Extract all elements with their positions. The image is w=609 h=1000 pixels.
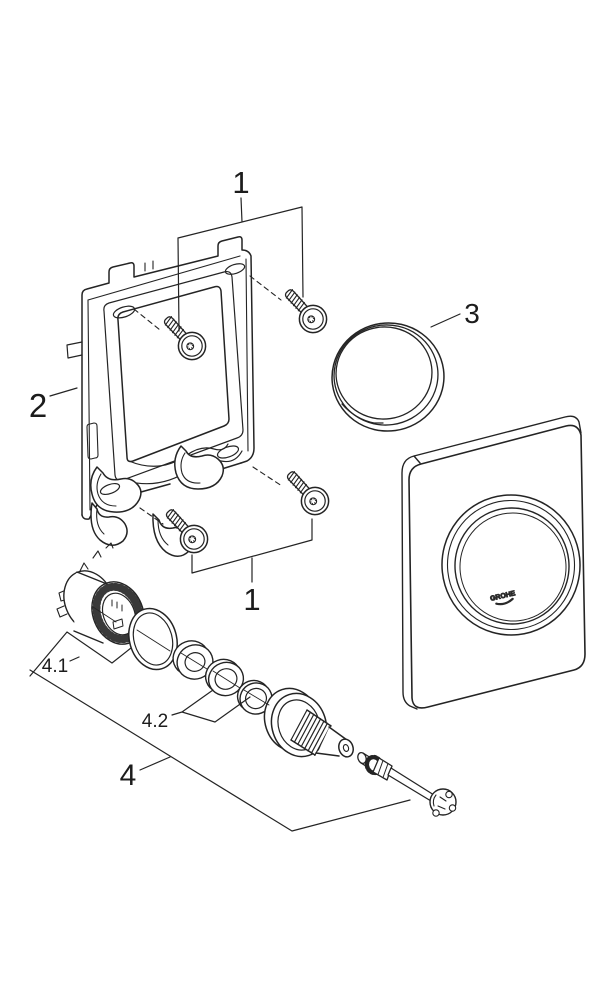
grohe-logo-swoosh (495, 597, 514, 606)
frame-hole-top-right (224, 263, 246, 275)
valve-collar-outline (290, 709, 332, 756)
frame-inner-outline (87, 255, 249, 511)
frame-top-notch (144, 260, 154, 272)
housing-bore-detail (111, 599, 124, 630)
washer-flat-2 (236, 679, 273, 715)
frame-hole-bottom-left (99, 482, 121, 496)
screw-top-right (276, 281, 333, 339)
screw-bottom-right (278, 463, 335, 521)
frame-tongue-center-inner (157, 519, 169, 546)
frame-label-leader (49, 387, 78, 397)
callout-1-bottom: 1 (243, 582, 260, 617)
flush-plate: GROHE (401, 415, 586, 710)
callout-bracket-cartridge (29, 631, 132, 677)
screws (133, 275, 335, 559)
valve-body (263, 687, 354, 758)
screw-leader-dashes (133, 275, 283, 525)
frame-left-slot (86, 422, 99, 460)
frame-clip-left (90, 466, 142, 513)
rod-end-knob (429, 788, 457, 817)
rod-shaft (387, 767, 435, 802)
valve-assembly (56, 542, 457, 817)
callout-bracket-valve (29, 669, 411, 832)
callout-1-top: 1 (232, 165, 249, 200)
plate-back-edge (401, 415, 582, 710)
callout-4: 4 (120, 759, 137, 792)
frame-clip-right (174, 445, 225, 490)
valve-spindle-tip (338, 738, 354, 758)
seal-ring-leader (430, 313, 461, 328)
frame-hole-bottom-right (216, 445, 240, 459)
callout-bracket-screws-top (177, 197, 304, 332)
frame-tongue-left-inner (96, 508, 105, 535)
valve-spindle-hole (342, 744, 350, 752)
plate-button (454, 507, 570, 625)
frame-clip-right-inner (180, 452, 201, 484)
rod-connector-cap (357, 751, 367, 765)
frame-left-tab (66, 341, 83, 359)
actuation-rod (357, 751, 457, 817)
o-ring (128, 607, 178, 671)
callout-3: 3 (464, 298, 480, 329)
frame-hole-top-left (112, 305, 136, 319)
seal-ring-wire-end (341, 403, 384, 424)
frame-tongue-left (90, 502, 128, 546)
housing-bore (101, 592, 137, 636)
callout-4-2: 4.2 (142, 711, 168, 732)
housing-outline-top (73, 571, 108, 644)
axis-centerline (92, 606, 270, 706)
plate-ring-outer (441, 494, 581, 636)
mounting-frame (66, 236, 255, 557)
valve-spindle-outline (315, 726, 348, 757)
plate-face (408, 424, 586, 709)
plate-button-edge (459, 512, 567, 622)
valve-collar-threads (290, 709, 332, 756)
seal-ring (331, 313, 461, 432)
callout-2: 2 (29, 387, 47, 424)
frame-clip-left-inner (96, 473, 117, 507)
callout-bracket-screws-bottom (191, 518, 313, 583)
plate-ring-inner (446, 499, 576, 631)
washer-thick (172, 640, 214, 680)
callout-bracket-washers (171, 689, 251, 723)
rod-nut-facets (377, 760, 389, 778)
housing-ribbed-ring (92, 582, 144, 644)
callout-4-1: 4.1 (42, 656, 68, 677)
rod-knob-face (432, 794, 447, 810)
frame-outer-outline (81, 236, 255, 516)
frame-window (117, 285, 230, 463)
screw-top-left (155, 308, 212, 366)
